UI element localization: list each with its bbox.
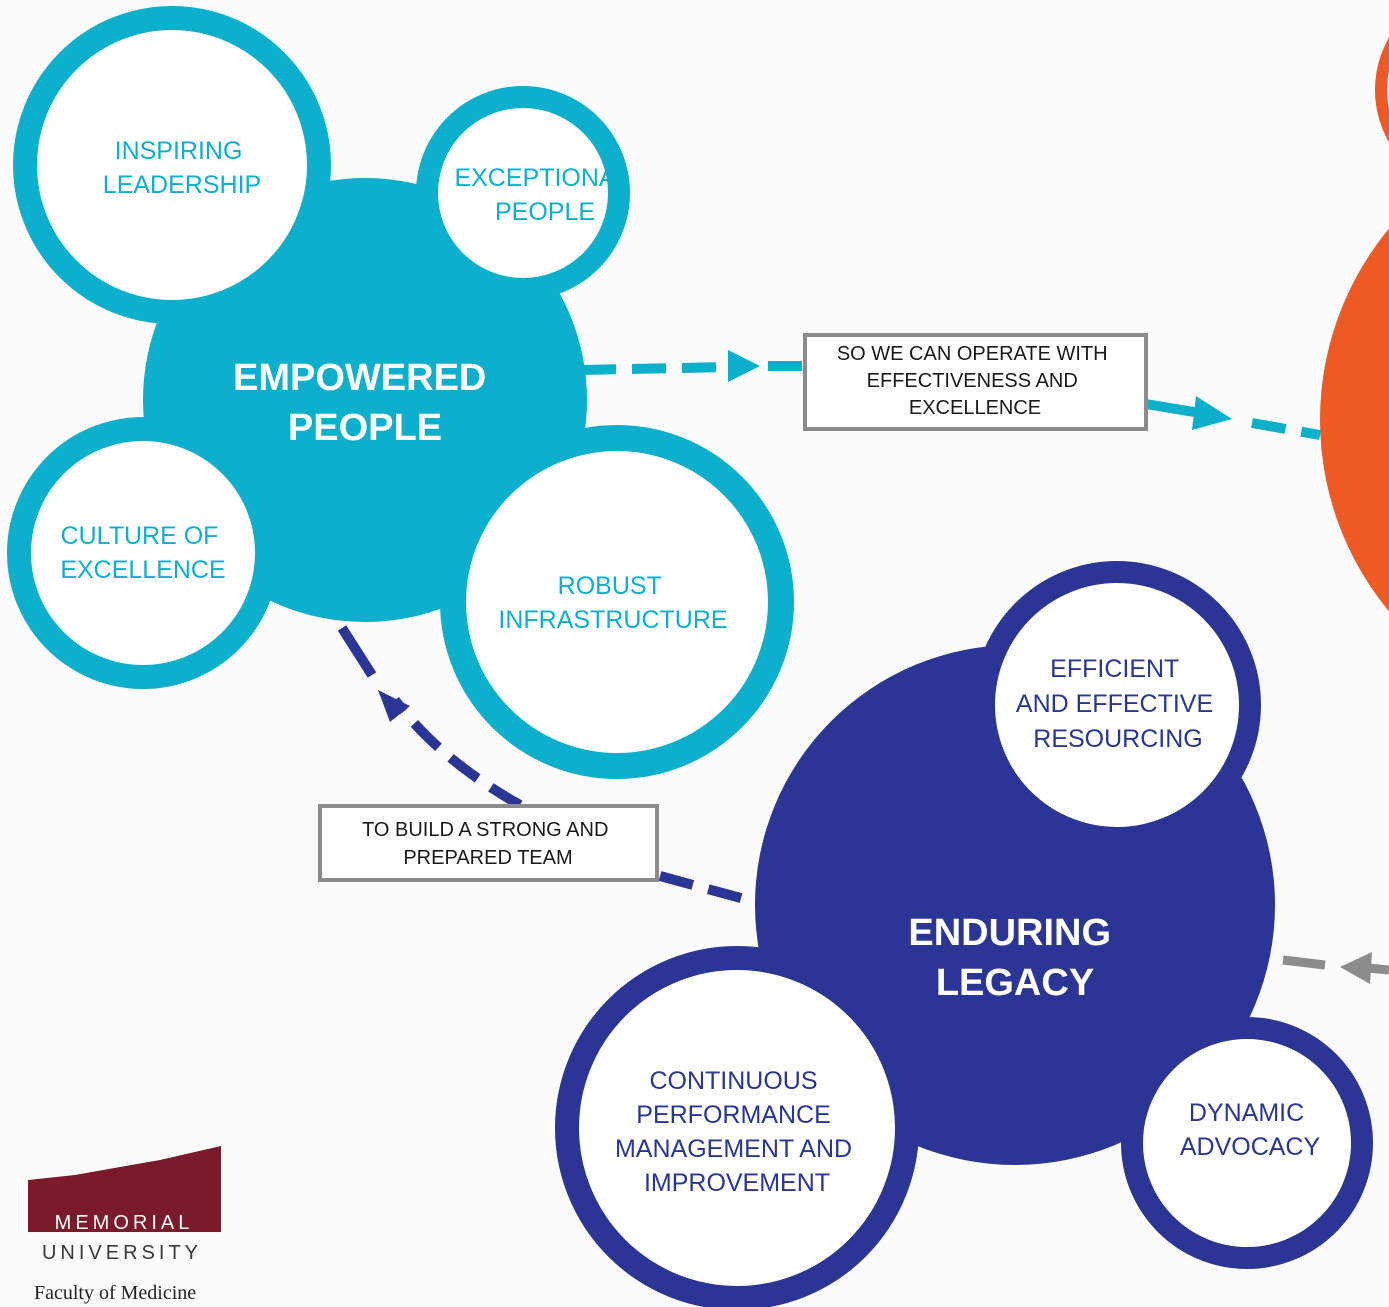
exceptional-people-label: EXCEPTIONAL PEOPLE: [454, 164, 635, 226]
operate-arrowhead-left: [728, 350, 760, 382]
team-arrow-line-upper: [391, 696, 523, 810]
logo-memorial: MEMORIAL: [55, 1212, 194, 1234]
dynamic-advocacy-label: DYNAMIC ADVOCACY: [1180, 1099, 1321, 1161]
continuous-performance-circle: [555, 946, 919, 1307]
grey-arrow-tail: [1367, 963, 1389, 975]
culture-of-excellence-circle: [7, 417, 279, 689]
team-label: TO BUILD A STRONG AND PREPARED TEAM: [362, 819, 614, 869]
logo-faculty: Faculty of Medicine: [34, 1282, 196, 1304]
orange-cluster: [1320, 37, 1389, 612]
empowered-people-title: EMPOWERED PEOPLE: [233, 357, 497, 449]
team-arrowhead: [378, 690, 410, 722]
enduring-legacy-title: ENDURING LEGACY: [908, 912, 1121, 1004]
culture-of-excellence-label: CULTURE OF EXCELLENCE: [60, 522, 225, 584]
logo-banner-icon: [28, 1146, 221, 1232]
orange-circle-top: [1375, 37, 1389, 143]
team-label-box: [318, 804, 659, 882]
robust-infrastructure-label: ROBUST INFRASTRUCTURE: [498, 572, 727, 634]
efficient-resourcing-circle: [973, 561, 1261, 849]
operate-arrow-line-right-tail: [1251, 418, 1321, 440]
team-connector: TO BUILD A STRONG AND PREPARED TEAM: [318, 625, 772, 911]
orange-circle-large: [1320, 228, 1389, 612]
dynamic-advocacy-circle: [1121, 1017, 1373, 1269]
operate-label-box: [803, 333, 1148, 431]
operate-arrowhead-right: [1192, 396, 1232, 430]
continuous-performance-label: CONTINUOUS PERFORMANCE MANAGEMENT AND IM…: [615, 1067, 859, 1197]
memorial-university-logo: MEMORIAL UNIVERSITY Faculty of Medicine: [28, 1146, 221, 1304]
grey-connector: [1282, 952, 1389, 984]
inspiring-leadership-circle: [13, 6, 331, 324]
operate-label: SO WE CAN OPERATE WITH EFFECTIVENESS AND…: [837, 343, 1113, 419]
enduring-legacy-cluster: ENDURING LEGACY EFFICIENT AND EFFECTIVE …: [555, 561, 1373, 1307]
empowered-people-cluster: EMPOWERED PEOPLE INSPIRING LEADERSHIP EX…: [7, 6, 794, 779]
operate-arrow-line-left: [581, 362, 731, 375]
inspiring-leadership-label: INSPIRING LEADERSHIP: [103, 137, 261, 199]
grey-arrowhead: [1340, 952, 1372, 984]
grey-arrow-dash: [1282, 955, 1326, 970]
team-arrow-line-lower: [658, 871, 772, 911]
efficient-resourcing-label: EFFICIENT AND EFFECTIVE RESOURCING: [1016, 655, 1220, 753]
operate-connector: SO WE CAN OPERATE WITH EFFECTIVENESS AND…: [581, 333, 1321, 440]
operate-arrow-line-right: [1145, 399, 1201, 418]
team-arrow-line-top: [337, 625, 377, 678]
exceptional-people-circle: [416, 86, 630, 300]
logo-university: UNIVERSITY: [42, 1242, 202, 1264]
robust-infrastructure-circle: [440, 425, 794, 779]
